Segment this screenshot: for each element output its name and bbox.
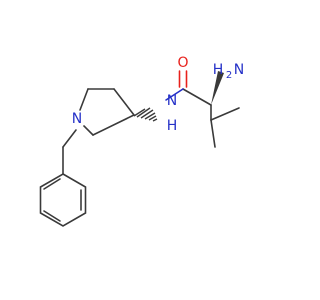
bond-methyl-down bbox=[210, 119, 216, 148]
bond-n-ch2 bbox=[62, 129, 77, 148]
ring-nitrogen-label: N bbox=[72, 111, 82, 127]
pyrrolidine-ring bbox=[79, 88, 135, 136]
amide-h: H bbox=[167, 118, 178, 134]
structure-diagram: O H 2 N N H N bbox=[39, 55, 245, 227]
wedge-bond-amine bbox=[211, 71, 224, 105]
bond-methyl-right bbox=[210, 107, 240, 121]
hashed-wedge-bond bbox=[133, 107, 158, 122]
amide-n: N bbox=[167, 93, 177, 109]
amine-label: H 2 N bbox=[213, 62, 245, 81]
oxygen-label: O bbox=[177, 55, 188, 71]
bond-c-alpha bbox=[182, 88, 212, 106]
carbonyl-bond bbox=[178, 70, 188, 88]
benzene-ring bbox=[39, 173, 87, 227]
amide-nh-label: N H bbox=[167, 93, 178, 134]
amine-subscript: 2 bbox=[226, 70, 232, 81]
amine-n: N bbox=[234, 62, 244, 78]
amine-h: H bbox=[213, 62, 224, 78]
bond-c-amide-n bbox=[165, 88, 184, 101]
